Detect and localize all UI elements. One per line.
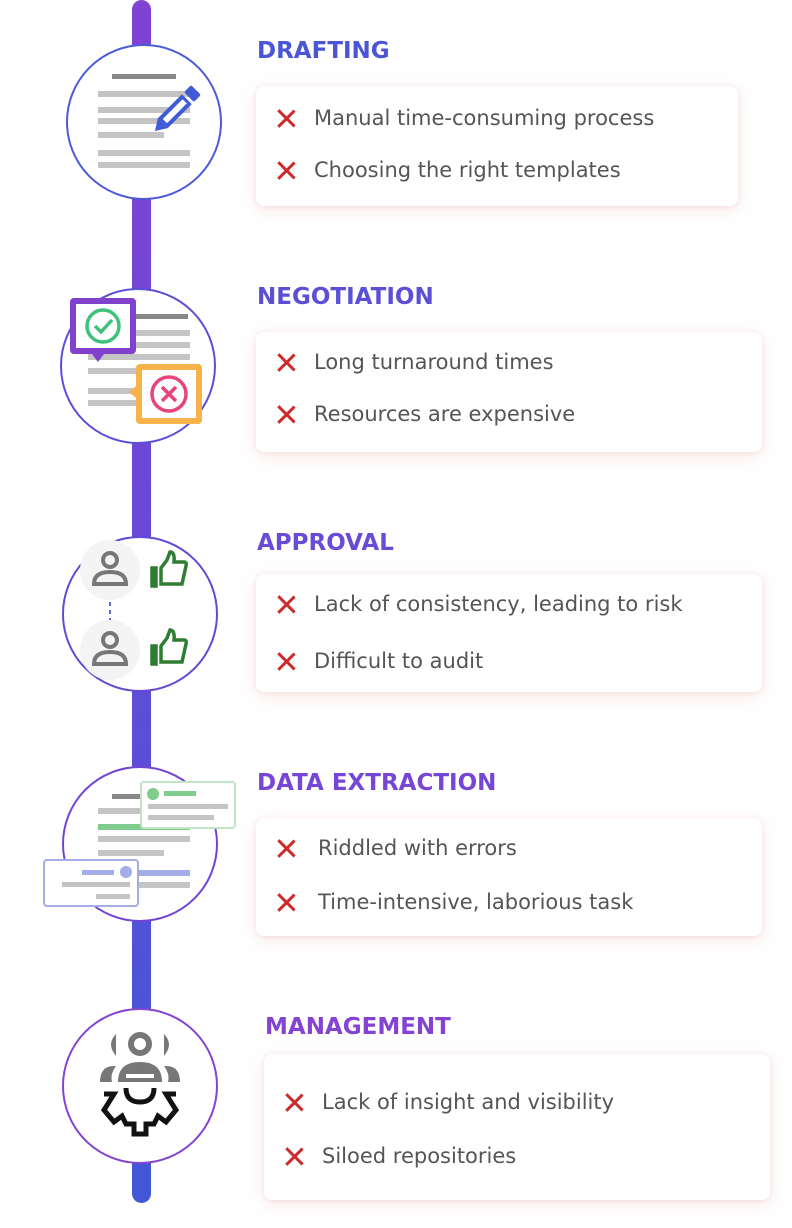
list-item: Resources are expensive — [276, 402, 575, 426]
stage-title-approval: APPROVAL — [257, 530, 394, 556]
reject-bubble — [129, 364, 202, 424]
team-gear-icon — [100, 1032, 180, 1137]
users-thumbs-up-icon — [80, 540, 188, 680]
item-text: Riddled with errors — [318, 836, 517, 860]
item-text: Long turnaround times — [314, 350, 554, 374]
data-extraction-node — [43, 766, 236, 922]
document-approve-reject-icon — [70, 298, 202, 424]
team-icon — [100, 1032, 180, 1082]
stage-title-drafting: DRAFTING — [257, 38, 390, 64]
management-node — [62, 1008, 218, 1164]
cross-icon — [284, 1092, 304, 1112]
user-icon-top — [80, 540, 140, 600]
drafting-card: Manual time-consuming process Choosing t… — [256, 86, 738, 206]
list-item: Siloed repositories — [284, 1144, 516, 1168]
negotiation-node — [60, 288, 216, 444]
list-item: Manual time-consuming process — [276, 106, 654, 130]
item-text: Time-intensive, laborious task — [318, 890, 634, 914]
item-text: Lack of consistency, leading to risk — [314, 592, 683, 616]
negotiation-card: Long turnaround times Resources are expe… — [256, 332, 762, 452]
data-extraction-card: Riddled with errors Time-intensive, labo… — [256, 818, 762, 936]
item-text: Lack of insight and visibility — [322, 1090, 615, 1114]
cross-icon — [276, 892, 296, 912]
thumbs-up-icon — [150, 628, 188, 666]
list-item: Choosing the right templates — [276, 158, 621, 182]
blue-data-card — [43, 859, 139, 907]
cross-icon — [284, 1146, 304, 1166]
list-item: Lack of consistency, leading to risk — [276, 592, 683, 616]
user-icon-bottom — [80, 620, 140, 680]
cross-icon — [276, 352, 296, 372]
item-text: Resources are expensive — [314, 402, 576, 426]
cross-icon — [276, 651, 296, 671]
approval-node — [62, 536, 218, 692]
stage-title-data-extraction: DATA EXTRACTION — [257, 770, 497, 796]
drafting-node — [66, 44, 222, 200]
list-item: Riddled with errors — [276, 836, 517, 860]
list-item: Lack of insight and visibility — [284, 1090, 614, 1114]
cross-icon — [276, 108, 296, 128]
document-pencil-icon — [98, 74, 201, 168]
cross-icon — [276, 594, 296, 614]
item-text: Siloed repositories — [322, 1144, 517, 1168]
stage-title-negotiation: NEGOTIATION — [257, 284, 434, 310]
document-data-cards-icon — [43, 781, 236, 907]
thumbs-up-icon — [150, 550, 188, 588]
cross-icon — [276, 160, 296, 180]
green-data-card — [140, 781, 236, 829]
gear-icon — [100, 1087, 180, 1137]
list-item: Long turnaround times — [276, 350, 554, 374]
stage-title-management: MANAGEMENT — [265, 1014, 451, 1040]
cross-icon — [276, 404, 296, 424]
list-item: Difficult to audit — [276, 649, 483, 673]
approve-bubble — [70, 298, 136, 362]
approval-card: Lack of consistency, leading to risk Dif… — [256, 574, 762, 692]
list-item: Time-intensive, laborious task — [276, 890, 633, 914]
item-text: Manual time-consuming process — [314, 106, 655, 130]
item-text: Choosing the right templates — [314, 158, 621, 182]
cross-icon — [276, 838, 296, 858]
management-card: Lack of insight and visibility Siloed re… — [264, 1054, 770, 1200]
item-text: Difficult to audit — [314, 649, 484, 673]
